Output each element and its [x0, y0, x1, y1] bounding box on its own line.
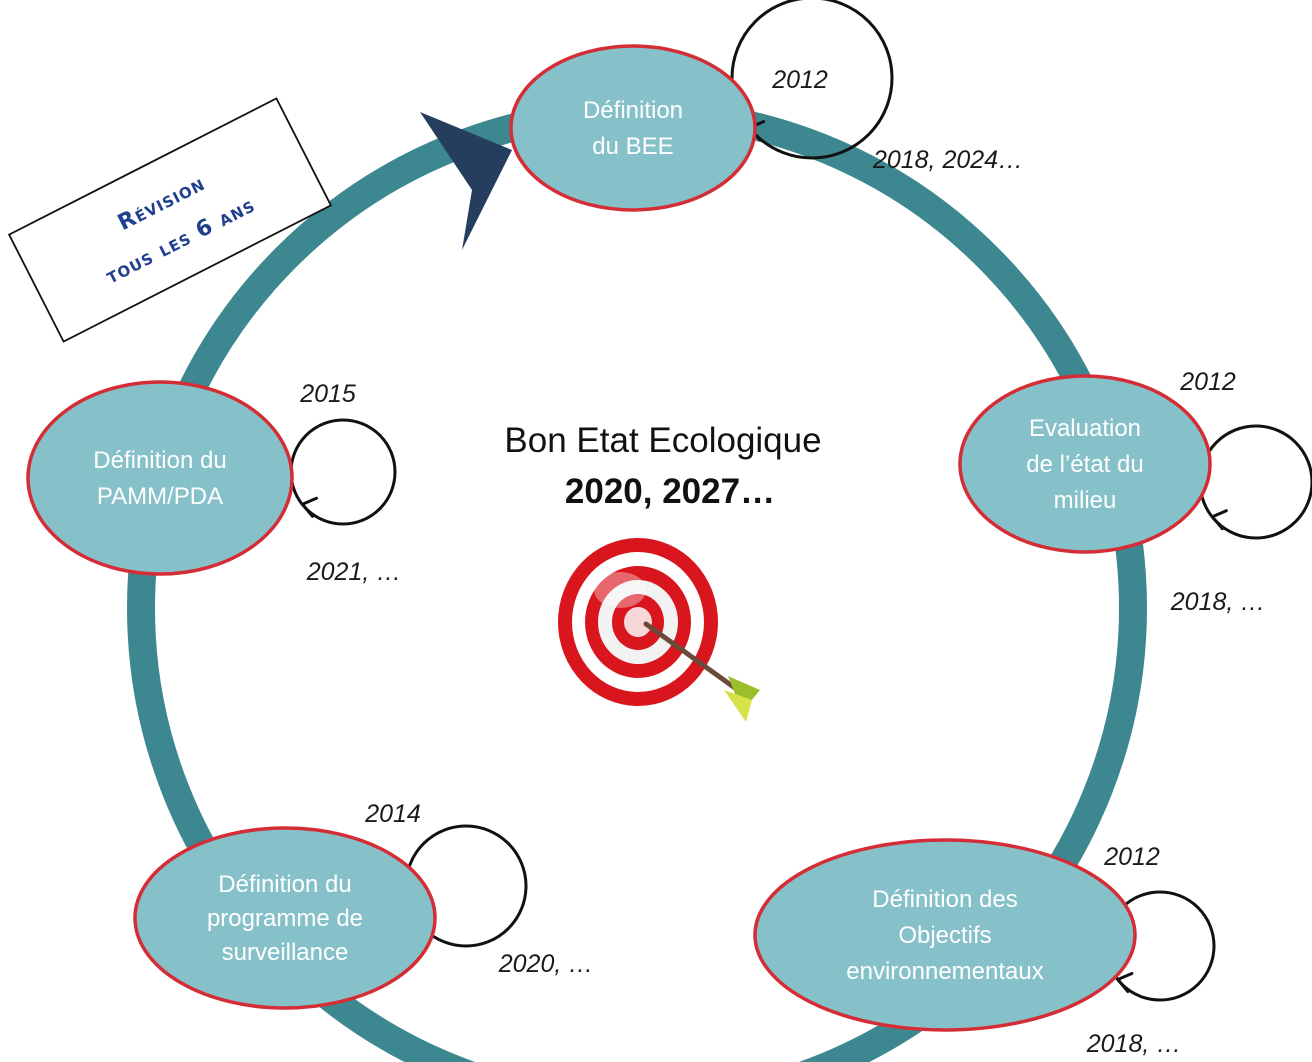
node-label-line: milieu — [1054, 487, 1117, 514]
steps-layer: Définition du BEE 2012 2018, 2024… Evaluatio… — [26, 0, 1312, 1058]
loop-arrowhead-icon — [300, 496, 318, 518]
node-label-line: Définition du — [218, 871, 351, 898]
step-etat: Evaluation de l’état du milieu 2012 2018, … — [958, 368, 1312, 616]
cycle-arrowhead-icon — [420, 112, 512, 250]
node-label-line: Définition des — [872, 886, 1017, 913]
node-label-line: Définition — [583, 97, 683, 124]
node-label-line: environnementaux — [846, 958, 1043, 985]
loop-arrowhead-icon — [1116, 971, 1134, 993]
step-pamm: Définition du PAMM/PDA 2015 2021, … — [26, 380, 402, 586]
node-label-line: Evaluation — [1029, 415, 1141, 442]
node-objectifs — [753, 838, 1137, 1032]
year-next: 2018, … — [1170, 588, 1266, 616]
year-first: 2015 — [299, 380, 356, 408]
node-label-line: du BEE — [592, 133, 673, 160]
year-next: 2018, … — [1086, 1030, 1182, 1058]
node-label-line: programme de — [207, 905, 363, 932]
node-label-line: Définition du — [93, 447, 226, 474]
center-years: 2020, 2027… — [565, 472, 775, 511]
node-pamm — [26, 380, 294, 576]
center-title: Bon Etat Ecologique — [504, 421, 821, 460]
year-next: 2020, … — [498, 950, 594, 978]
step-bee: Définition du BEE 2012 2018, 2024… — [509, 0, 1023, 212]
year-next: 2021, … — [306, 558, 402, 586]
step-surveillance: Définition du programme de surveillance 201… — [133, 800, 594, 1010]
node-surveillance — [133, 826, 437, 1010]
year-first: 2014 — [364, 800, 421, 828]
node-label-line: surveillance — [222, 939, 349, 966]
node-label-line: Objectifs — [898, 922, 991, 949]
node-label-line: PAMM/PDA — [97, 483, 223, 510]
year-first: 2012 — [1179, 368, 1236, 396]
arrow-icon — [643, 621, 760, 722]
year-next: 2018, 2024… — [872, 146, 1023, 174]
revision-box: Révision tous les 6 ans — [7, 97, 333, 343]
node-etat — [958, 374, 1212, 554]
target-icon — [558, 538, 718, 706]
node-bee — [509, 44, 757, 212]
year-first: 2012 — [1103, 843, 1160, 871]
year-first: 2012 — [771, 66, 828, 94]
node-label-line: de l’état du — [1026, 451, 1143, 478]
loop-arrowhead-icon — [1210, 509, 1228, 531]
